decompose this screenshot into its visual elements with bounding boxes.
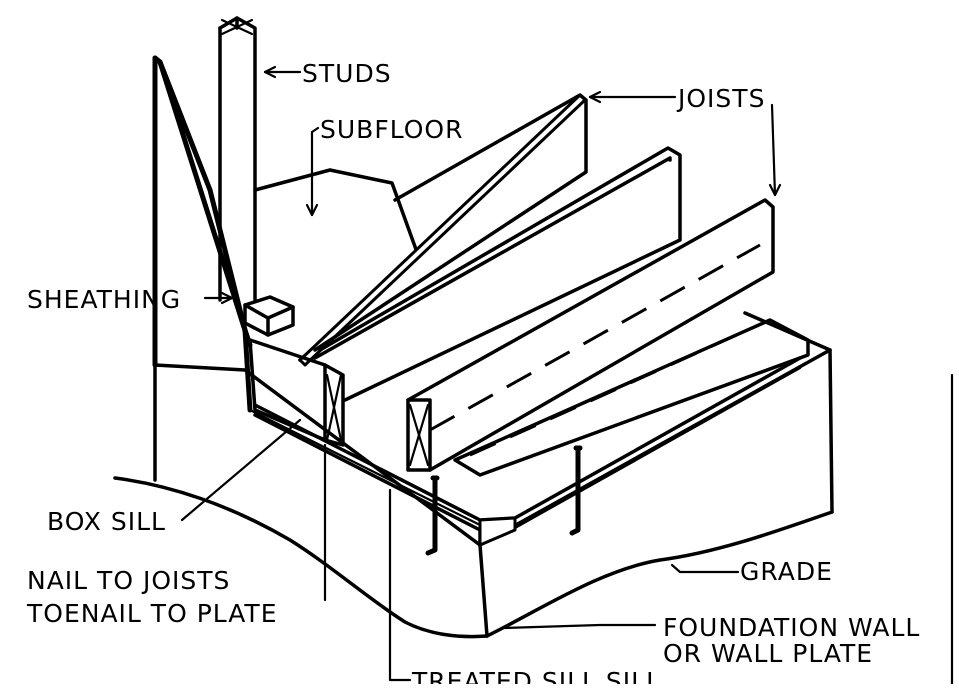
label-box-sill: BOX SILL xyxy=(47,507,166,536)
label-sheathing: SHEATHING xyxy=(27,285,181,314)
box-sill xyxy=(248,338,345,447)
label-studs: STUDS xyxy=(302,59,392,88)
joist-2 xyxy=(313,146,682,402)
joist-4 xyxy=(453,318,810,477)
label-subfloor: SUBFLOOR xyxy=(320,115,463,144)
anchor-bolt-1 xyxy=(425,475,440,556)
label-foundation-line1: FOUNDATION WALL xyxy=(663,613,920,642)
treated-sill xyxy=(253,356,802,547)
label-foundation-line2: OR WALL PLATE xyxy=(663,639,873,668)
label-grade: GRADE xyxy=(740,557,833,586)
joist-1 xyxy=(298,93,588,367)
anchor-bolt-2 xyxy=(569,445,583,536)
label-joists: JOISTS xyxy=(676,84,765,113)
joist-3 xyxy=(406,198,775,472)
sheathing-board xyxy=(152,55,253,413)
label-treated-sill: TREATED SILL SILL xyxy=(411,667,661,684)
label-nail-line1: NAIL TO JOISTS xyxy=(27,566,230,595)
label-nail-line2: TOENAIL TO PLATE xyxy=(26,599,278,628)
leader-lines xyxy=(180,65,782,682)
